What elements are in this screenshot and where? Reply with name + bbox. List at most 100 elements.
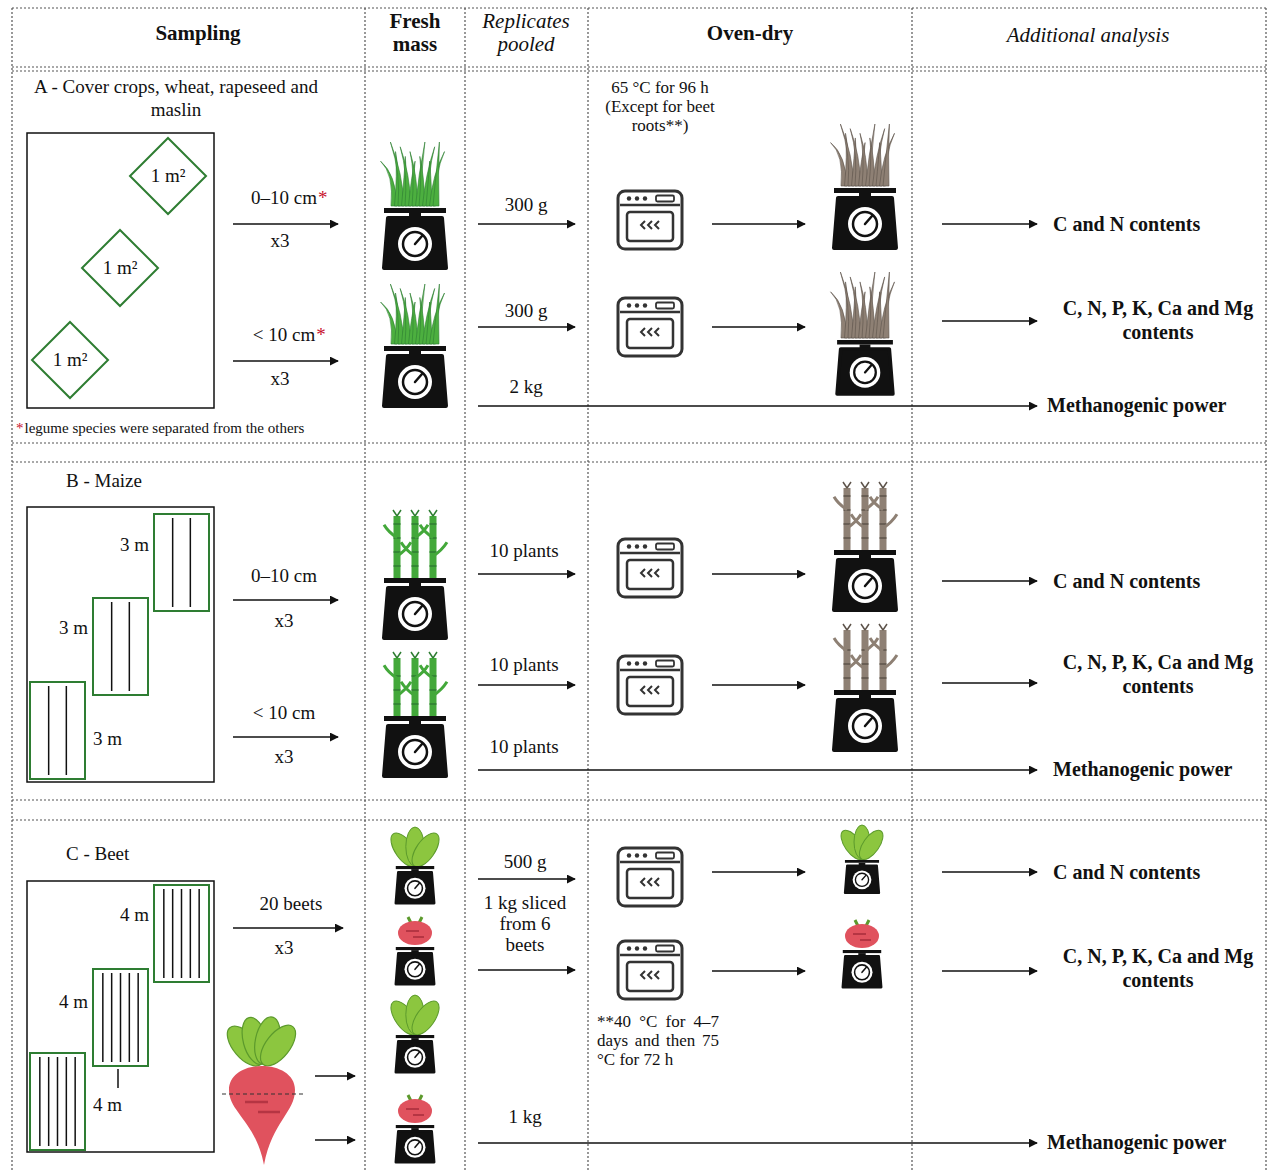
- oven-knob: [643, 661, 647, 665]
- grid-line: [911, 8, 912, 1171]
- scale-needle: [865, 365, 871, 372]
- diamond-shape: [32, 322, 108, 398]
- sample-amount: 2 kg: [509, 376, 542, 399]
- maize-node: [862, 523, 869, 525]
- oven-heat: [655, 569, 659, 577]
- analysis-output: C, N, P, K, Ca and Mg contents: [1058, 296, 1258, 344]
- scale-body: [845, 866, 879, 894]
- scale-body: [384, 218, 446, 268]
- crop-row: [66, 1057, 68, 1146]
- maize-node: [880, 677, 887, 679]
- oven-heat: [648, 971, 652, 979]
- flow-arrow: [478, 684, 575, 685]
- scale-ring: [855, 965, 870, 980]
- maize-node: [862, 537, 869, 539]
- grid-line: [11, 8, 12, 1171]
- flow-arrow: [712, 871, 805, 872]
- plot-size-label: 1 m²: [151, 165, 186, 188]
- maize-stalk: [880, 488, 887, 550]
- beet-stripe: [860, 939, 871, 941]
- maize-node: [412, 703, 419, 705]
- scale-icon: [384, 346, 446, 406]
- crop-rows: [94, 599, 147, 694]
- grass-blade: [381, 161, 397, 206]
- flow-arrow: [942, 970, 1037, 971]
- oven-knob: [635, 661, 639, 665]
- plot-rectangle: 4 m: [29, 1052, 86, 1151]
- scale-dial: [404, 959, 425, 980]
- plot-rectangle: 3 m: [92, 597, 149, 696]
- replicate-count: x3: [271, 230, 290, 253]
- oven-knob: [627, 853, 631, 857]
- grid-line: [464, 8, 465, 1171]
- grid-line: [12, 819, 1266, 820]
- scale-body: [396, 953, 434, 984]
- oven-window: [627, 677, 673, 706]
- flow-arrow: [712, 684, 805, 685]
- oven-heat: [648, 221, 652, 229]
- scale-dial: [398, 735, 432, 769]
- field-rectangle: [27, 881, 214, 1152]
- maize-leaf: [433, 542, 447, 556]
- maize-leaf: [401, 682, 415, 696]
- beet-root-body: [229, 1066, 295, 1165]
- sample-amount: 10 plants: [489, 654, 558, 677]
- illustrations: [221, 124, 1037, 1165]
- scale-dial: [404, 1047, 425, 1068]
- maize-leaf: [851, 514, 865, 528]
- oven-heat: [648, 569, 652, 577]
- flow-arrow: [233, 360, 338, 361]
- cut-line: [222, 1093, 306, 1094]
- maize-node: [412, 689, 419, 691]
- plot-size-label: 1 m²: [103, 257, 138, 280]
- scale-needle: [865, 216, 872, 224]
- quadrat-diamond: 1 m²: [128, 136, 208, 216]
- column-header: Fresh mass: [375, 10, 455, 56]
- analysis-output: Methanogenic power: [1047, 1130, 1226, 1154]
- crop-rows: [31, 683, 84, 778]
- field-plots: [27, 133, 214, 1152]
- crop-row: [102, 973, 104, 1062]
- analysis-output: C, N, P, K, Ca and Mg contents: [1058, 650, 1258, 698]
- beet-leaf: [855, 826, 888, 863]
- scale-dial: [853, 870, 872, 889]
- crop-row: [163, 889, 165, 978]
- oven-icon: [618, 298, 682, 356]
- beet-leaves: [837, 825, 888, 863]
- scale-body: [396, 1041, 434, 1072]
- grass-bunch: [381, 142, 445, 206]
- scale-icon: [396, 947, 434, 984]
- column-header: Replicates pooled: [470, 10, 582, 56]
- maize-node: [430, 565, 437, 567]
- footnote-mark: *: [316, 324, 326, 347]
- beet-root: [398, 917, 432, 945]
- maize-stalk: [844, 630, 851, 690]
- grass-blade: [831, 143, 847, 186]
- oven-icon: [618, 191, 682, 249]
- grid-line: [12, 7, 1266, 8]
- scale-needle: [862, 967, 866, 972]
- plot-rectangle: 3 m: [29, 681, 86, 780]
- plot-rectangle: 3 m: [153, 513, 210, 612]
- maize-node: [862, 495, 869, 497]
- oven-heat: [641, 569, 645, 577]
- flow-arrow: [233, 223, 338, 224]
- maize-stalk: [430, 658, 437, 716]
- scale-plate: [396, 866, 434, 869]
- scale-plate: [834, 550, 896, 555]
- crop-row: [129, 602, 131, 691]
- maize-stalk: [862, 488, 869, 550]
- scale-ring: [408, 1050, 423, 1065]
- flow-arrow: [478, 878, 575, 879]
- oven-band: [620, 204, 680, 207]
- beet-bulb: [398, 1099, 432, 1123]
- oven-band: [620, 669, 680, 672]
- grass-bunch: [831, 124, 895, 186]
- crop-row: [198, 889, 200, 978]
- scale-needle: [415, 236, 422, 244]
- depth-label: < 10 cm: [253, 702, 315, 725]
- scale-plate: [396, 947, 434, 950]
- scale-icon: [384, 578, 446, 638]
- flow-arrow: [315, 1139, 355, 1140]
